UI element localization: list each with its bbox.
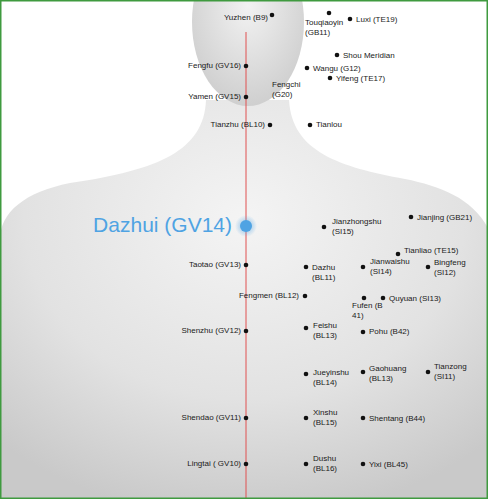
- point-label: Tianzong (SI11): [434, 362, 482, 381]
- point-label: Shentang (B44): [369, 414, 425, 424]
- point-label: Feishu (BL13): [313, 321, 348, 340]
- point-label: Fufen (B 41): [352, 301, 387, 320]
- point-label: Tianliao (TE15): [404, 246, 458, 256]
- point-label: Touqiaoyin (GB11): [305, 18, 355, 37]
- highlight-glow: [235, 215, 257, 237]
- point-label: Xinshu (BL15): [313, 408, 348, 427]
- point-label: Taotao (GV13): [189, 260, 241, 270]
- point-label: Yuzhen (B9): [224, 13, 268, 23]
- point-label: Tianzhu (BL10): [211, 120, 265, 130]
- point-label: Lingtai ( GV10): [187, 459, 241, 469]
- point-label: Shenzhu (GV12): [181, 326, 241, 336]
- point-label: Wangu (G12): [313, 64, 361, 74]
- point-label: Luxi (TE19): [356, 15, 397, 25]
- point-label: Quyuan (SI13): [389, 294, 441, 304]
- highlight-point: [240, 220, 252, 232]
- point-label: Jianjing (GB21): [417, 213, 472, 223]
- point-label: Fengmen (BL12): [239, 291, 299, 301]
- point-label: Gaohuang (BL13): [369, 364, 414, 383]
- point-label: Dushu (BL16): [313, 454, 348, 473]
- highlight-label: Dazhui (GV14): [93, 213, 232, 236]
- point-label: Jianzhongshu (SI15): [332, 217, 392, 236]
- torso: [0, 100, 488, 499]
- point-label: Jueyinshu (BL14): [313, 368, 358, 387]
- point-label: Bingfeng (SI12): [434, 258, 482, 277]
- point-label: Shou Meridian: [343, 51, 395, 61]
- point-label: Pohu (B42): [369, 327, 409, 337]
- point-label: Yamen (GV15): [188, 92, 241, 102]
- point-label: Shendao (GV11): [182, 413, 241, 423]
- point-label: Fengfu (GV16): [188, 61, 241, 71]
- point-dots: [244, 11, 431, 467]
- point-label: Jianwaishu (SI14): [370, 257, 415, 276]
- point-label: Yifeng (TE17): [336, 74, 385, 84]
- point-label: Fengchi (G20): [272, 80, 307, 99]
- point-label: Yixi (BL45): [369, 460, 408, 470]
- point-label: Tianlou: [316, 120, 342, 130]
- point-label: Dazhu (BL11): [312, 263, 352, 282]
